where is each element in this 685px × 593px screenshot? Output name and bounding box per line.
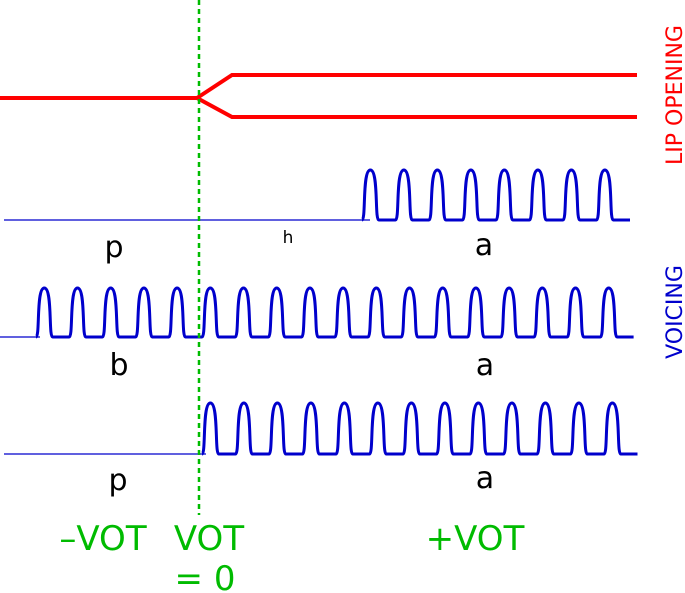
segment-label-p-unaspirated: p bbox=[108, 463, 127, 498]
lip-lower-edge bbox=[196, 96, 637, 119]
voicing-wave bbox=[34, 286, 634, 339]
positive-vot-label: +VOT bbox=[426, 519, 525, 559]
lip-opening-label: LIP OPENING bbox=[663, 25, 685, 165]
segment-label-h: h bbox=[283, 228, 294, 248]
zero-vot-label-line1: VOT bbox=[174, 519, 244, 559]
negative-vot-label: –VOT bbox=[59, 519, 146, 559]
segment-label-a-3: a bbox=[476, 461, 494, 496]
voicing-trace-unaspirated bbox=[4, 401, 638, 456]
segment-label-a-1: a bbox=[475, 228, 493, 263]
segment-label-a-2: a bbox=[476, 348, 494, 383]
voicing-wave bbox=[200, 401, 638, 456]
segment-label-b: b bbox=[109, 348, 128, 383]
segment-label-p-aspirated: p bbox=[104, 230, 123, 265]
lip-upper-edge bbox=[195, 73, 637, 100]
voicing-label: VOICING bbox=[663, 265, 685, 359]
voicing-wave bbox=[360, 168, 630, 222]
lip-opening-trace bbox=[0, 73, 637, 119]
zero-vot-label-line2: = 0 bbox=[175, 559, 236, 593]
voicing-trace-prevoiced bbox=[0, 286, 634, 339]
voicing-trace-aspirated bbox=[4, 168, 630, 222]
